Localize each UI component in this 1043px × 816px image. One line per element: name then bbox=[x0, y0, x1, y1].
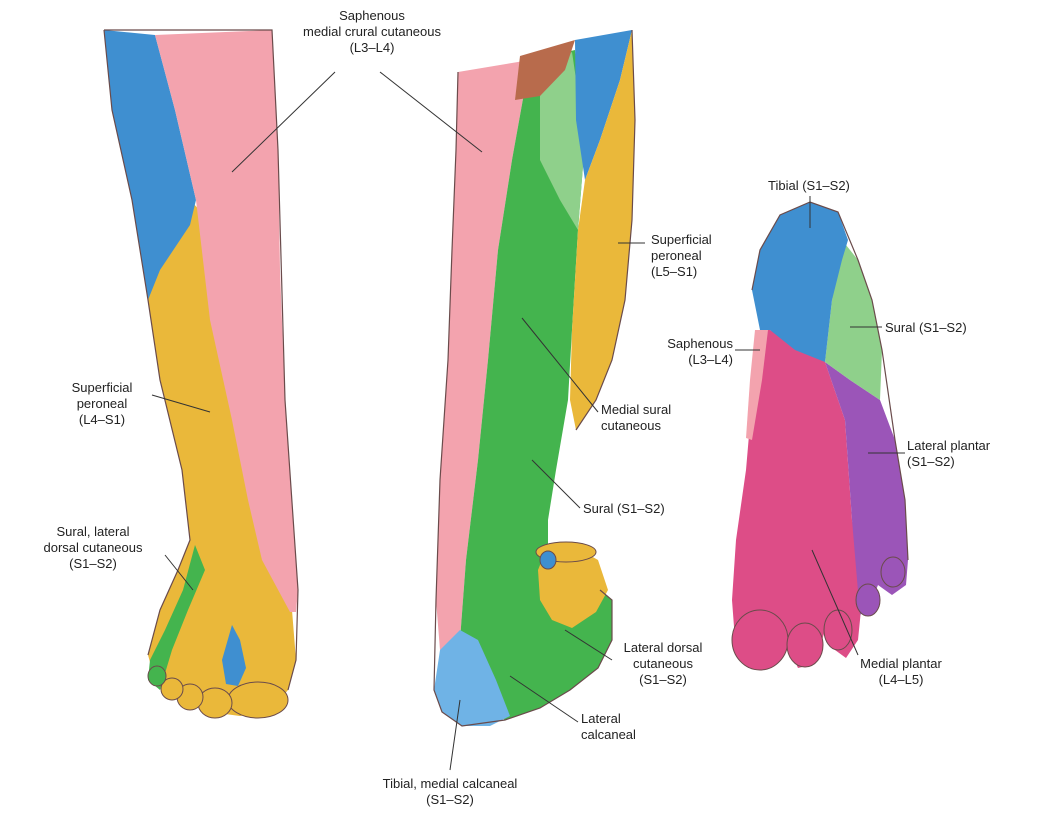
label-line: calcaneal bbox=[581, 727, 636, 743]
label-sural-sole: Sural (S1–S2) bbox=[885, 320, 967, 336]
toe bbox=[228, 682, 288, 718]
label-line: (S1–S2) bbox=[907, 454, 990, 470]
label-line: (S1–S2) bbox=[608, 672, 718, 688]
label-line: Sural (S1–S2) bbox=[885, 320, 967, 336]
label-line: (L3–L4) bbox=[272, 40, 472, 56]
plantar-foot bbox=[732, 202, 908, 670]
label-tibial-sole: Tibial (S1–S2) bbox=[768, 178, 850, 194]
label-line: Tibial (S1–S2) bbox=[768, 178, 850, 194]
label-medial-plantar: Medial plantar(L4–L5) bbox=[846, 656, 956, 688]
label-line: medial crural cutaneous bbox=[272, 24, 472, 40]
toe bbox=[732, 610, 788, 670]
toe bbox=[881, 557, 905, 587]
toe bbox=[787, 623, 823, 667]
label-line: Sural (S1–S2) bbox=[583, 501, 665, 517]
label-line: Saphenous bbox=[272, 8, 472, 24]
toe bbox=[198, 688, 232, 718]
label-line: peroneal bbox=[52, 396, 152, 412]
label-line: Sural, lateral bbox=[18, 524, 168, 540]
label-line: Superficial bbox=[651, 232, 712, 248]
label-line: (L4–S1) bbox=[52, 412, 152, 428]
label-line: dorsal cutaneous bbox=[18, 540, 168, 556]
label-line: Superficial bbox=[52, 380, 152, 396]
label-lateral-plantar: Lateral plantar(S1–S2) bbox=[907, 438, 990, 470]
label-line: Medial plantar bbox=[846, 656, 956, 672]
label-line: cutaneous bbox=[601, 418, 671, 434]
label-sural-middle: Sural (S1–S2) bbox=[583, 501, 665, 517]
label-line: Lateral plantar bbox=[907, 438, 990, 454]
anterior-leg bbox=[104, 30, 298, 718]
posterior-leg bbox=[434, 30, 635, 726]
label-line: Medial sural bbox=[601, 402, 671, 418]
label-line: Lateral dorsal bbox=[608, 640, 718, 656]
label-line: cutaneous bbox=[608, 656, 718, 672]
toe bbox=[856, 584, 880, 616]
toe bbox=[148, 666, 166, 686]
label-saphenous-sole: Saphenous(L3–L4) bbox=[628, 336, 733, 368]
label-line: (S1–S2) bbox=[340, 792, 560, 808]
label-tibial-medial-calcaneal: Tibial, medial calcaneal(S1–S2) bbox=[340, 776, 560, 808]
toe bbox=[540, 551, 556, 569]
label-line: (S1–S2) bbox=[18, 556, 168, 572]
label-line: peroneal bbox=[651, 248, 712, 264]
label-line: (L5–S1) bbox=[651, 264, 712, 280]
label-line: Saphenous bbox=[628, 336, 733, 352]
label-line: Tibial, medial calcaneal bbox=[340, 776, 560, 792]
label-line: (L3–L4) bbox=[628, 352, 733, 368]
label-line: (L4–L5) bbox=[846, 672, 956, 688]
toe bbox=[824, 610, 852, 650]
label-line: Lateral bbox=[581, 711, 636, 727]
